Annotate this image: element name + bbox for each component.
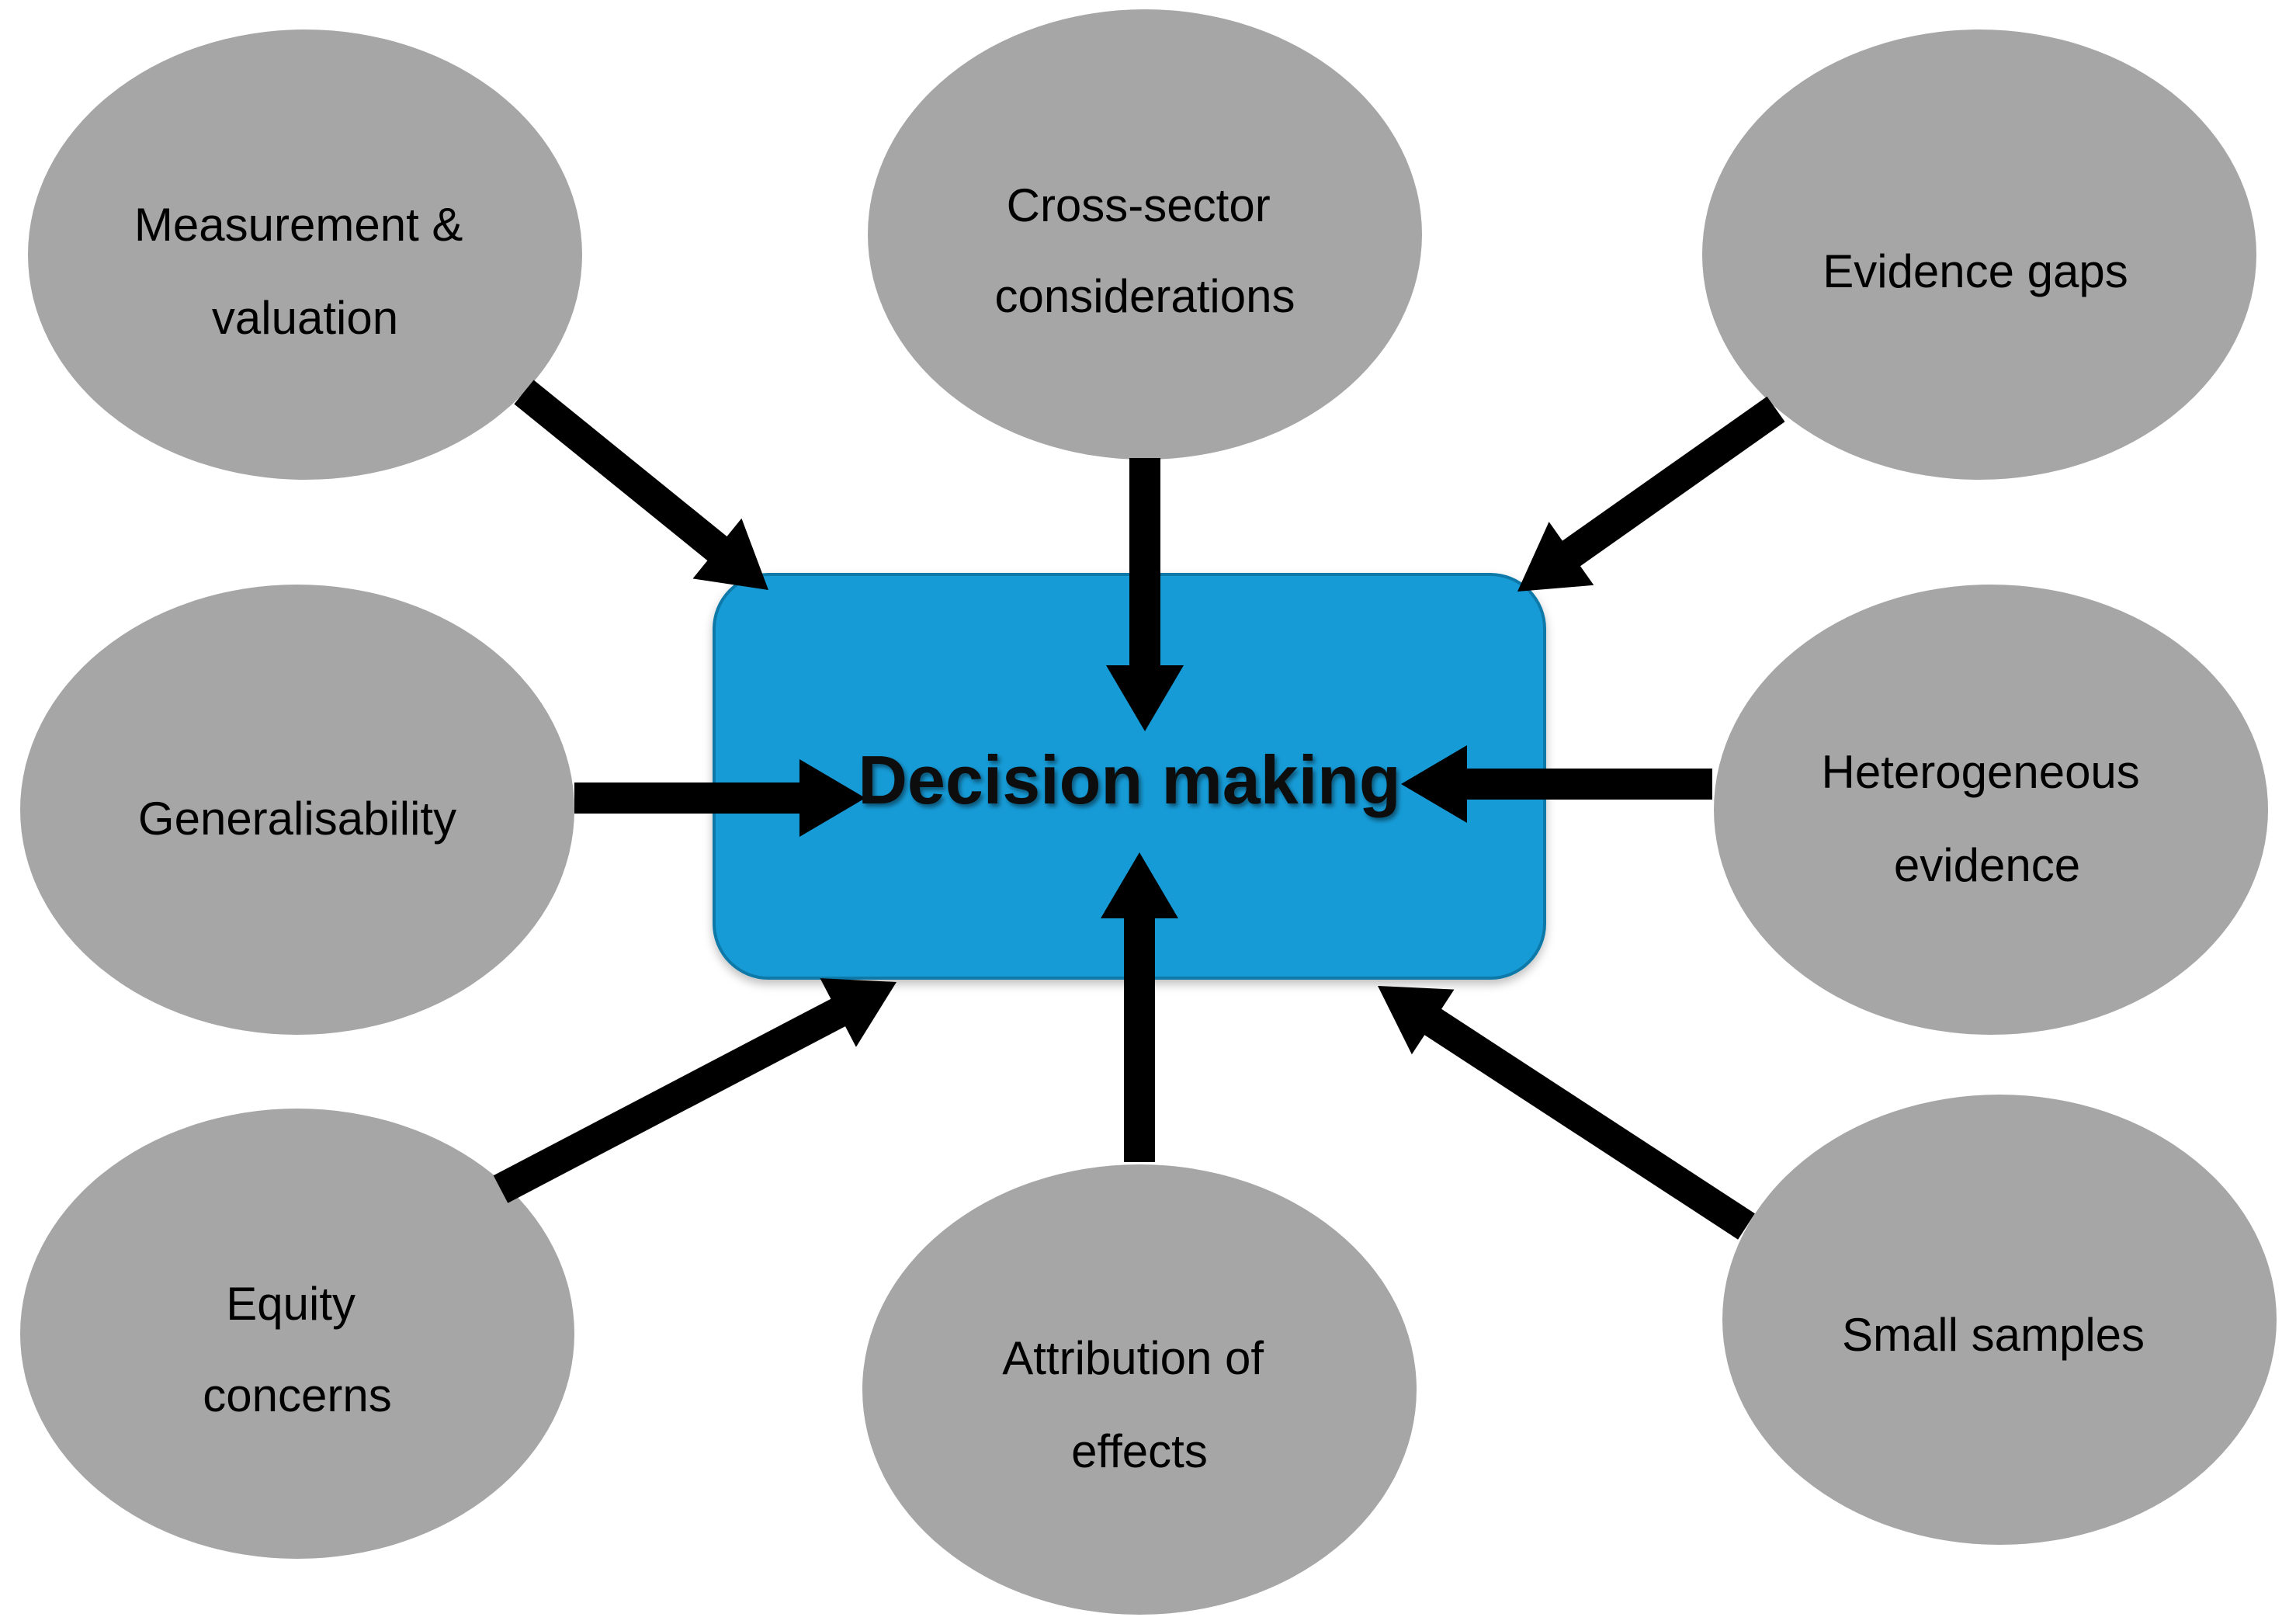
arrow-evidence-gaps — [1517, 396, 1785, 592]
label-heterogeneous: Heterogeneous evidence — [1822, 746, 2153, 891]
arrow-measurement — [514, 380, 768, 590]
ellipse-measurement — [28, 29, 582, 480]
arrow-small-samples — [1378, 986, 1755, 1240]
label-small-samples: Small samples — [1842, 1309, 2145, 1361]
label-cross-sector: Cross-sector considerations — [995, 179, 1295, 322]
ellipse-attribution — [862, 1164, 1417, 1615]
label-generalisability: Generalisability — [138, 793, 456, 845]
ellipse-small-samples — [1722, 1095, 2277, 1545]
ellipse-generalisability — [20, 585, 574, 1035]
center-title: Decision making — [858, 741, 1400, 818]
ellipse-heterogeneous — [1714, 585, 2268, 1035]
arrow-generalisability — [574, 759, 865, 837]
arrow-attribution — [1101, 852, 1178, 1162]
label-measurement: Measurement & valuation — [134, 199, 476, 344]
arrow-cross-sector — [1106, 458, 1184, 731]
arrow-heterogeneous — [1401, 745, 1712, 823]
ellipse-evidence-gaps — [1702, 29, 2256, 480]
factor-labels: Measurement & valuation Cross-sector con… — [134, 179, 2153, 1477]
arrow-equity — [493, 978, 897, 1203]
ellipse-cross-sector — [868, 9, 1422, 460]
arrows — [493, 380, 1785, 1240]
ellipse-equity — [20, 1109, 574, 1559]
label-attribution: Attribution of effects — [1002, 1332, 1277, 1477]
label-equity: Equity concerns — [203, 1278, 391, 1421]
factor-ellipses — [20, 9, 2277, 1615]
label-evidence-gaps: Evidence gaps — [1823, 245, 2128, 297]
